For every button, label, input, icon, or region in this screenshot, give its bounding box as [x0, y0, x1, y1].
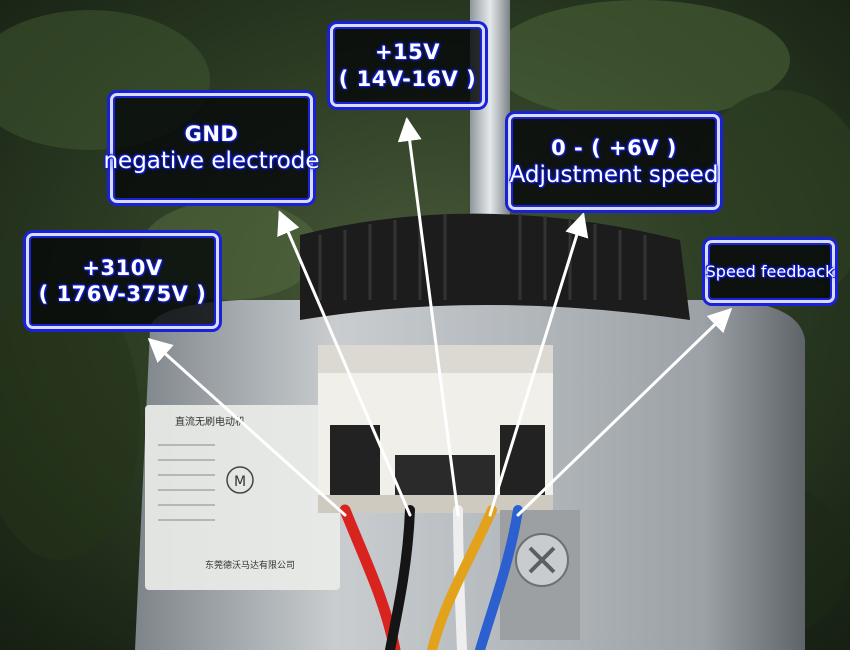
label-power-input: +310V ( 176V-375V ): [26, 233, 219, 329]
phillips-screw-icon: [515, 533, 569, 587]
sticker-title: 直流无刷电动机: [175, 415, 245, 428]
label-speed-feedback-text: Speed feedback: [705, 261, 835, 281]
arrow-speed-control: [488, 212, 589, 517]
label-gnd-title: GND: [184, 121, 239, 146]
arrow-power: [147, 337, 347, 517]
motor-fan-ring: [300, 213, 690, 320]
label-vcc-range: ( 14V-16V ): [338, 66, 477, 91]
label-vcc: +15V ( 14V-16V ): [330, 24, 485, 107]
motor-sticker: 直流无刷电动机 M 东莞德沃马达有限公司: [145, 405, 340, 590]
label-power-range: ( 176V-375V ): [38, 282, 207, 306]
wire-blue: [475, 505, 523, 650]
label-power-voltage: +310V: [82, 255, 163, 280]
arrow-gnd: [277, 210, 412, 517]
label-speed-control-voltage: 0 - ( +6V ): [551, 135, 677, 160]
fan-ring-ribs: [318, 214, 647, 300]
callout-arrows: [147, 117, 733, 517]
motor-symbol: [226, 466, 254, 494]
wire-yellow: [427, 505, 497, 650]
plug-connector: [318, 345, 553, 513]
label-vcc-voltage: +15V: [374, 40, 441, 65]
label-speed-feedback: Speed feedback: [705, 240, 835, 303]
motor-wires: [339, 504, 523, 650]
label-speed-control-desc: Adjustment speed: [509, 161, 719, 188]
arrow-vcc: [397, 117, 460, 517]
label-gnd-desc: negative electrode: [103, 147, 320, 174]
motor-symbol-letter: M: [234, 474, 246, 490]
label-gnd: GND negative electrode: [103, 93, 320, 203]
sticker-footer: 东莞德沃马达有限公司: [205, 559, 295, 571]
label-speed-control: 0 - ( +6V ) Adjustment speed: [508, 114, 720, 210]
arrow-feedback: [516, 307, 733, 517]
wire-black: [385, 505, 415, 650]
